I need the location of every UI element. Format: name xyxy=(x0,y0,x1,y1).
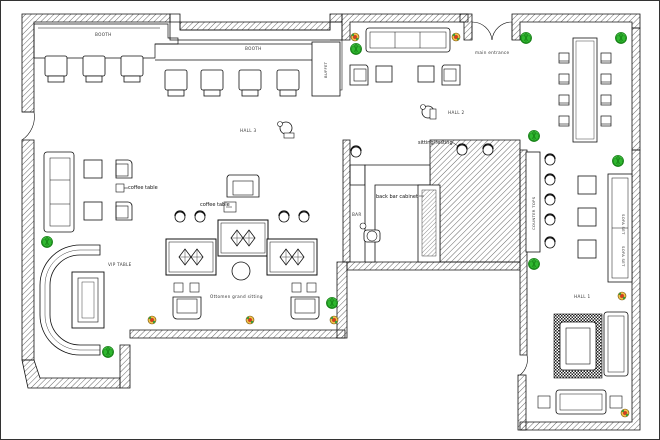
hall-2-area: main entrance HALL 2 sitting/resting xyxy=(349,27,510,156)
booth-seat xyxy=(164,69,188,97)
vip-table-area: VIP TABLE xyxy=(39,244,132,356)
potted-plant-icon xyxy=(520,32,532,44)
armchair-icon xyxy=(172,296,202,320)
sofa-icon xyxy=(555,389,607,415)
booth-seat xyxy=(120,55,144,83)
bar-label: BAR xyxy=(352,212,362,217)
lounge-area: coffee table xyxy=(43,151,158,233)
diamond-table xyxy=(217,219,269,257)
booth-seat xyxy=(82,55,106,83)
back-bar-cabinet-label: back bar cabinet xyxy=(376,194,418,200)
flower-pot-icon xyxy=(350,32,360,42)
sofa-right-top-label: SOFA SET xyxy=(621,214,626,235)
armchair-icon xyxy=(441,64,461,86)
stool-icon xyxy=(350,145,362,158)
coffee-table-label-2: coffee table xyxy=(200,202,230,208)
bar-area: BAR back bar cabinet xyxy=(350,145,441,263)
flower-pot-icon xyxy=(329,315,339,325)
potted-plant-icon xyxy=(615,32,627,44)
sofa-icon xyxy=(603,311,629,377)
hall-2-label: HALL 2 xyxy=(448,110,465,115)
armchair-icon xyxy=(115,159,133,179)
potted-plant-icon xyxy=(528,258,540,270)
ottoman-sitting-label: Ottomen grand sitting xyxy=(210,294,263,299)
dining-table-icon xyxy=(572,37,598,143)
potted-plant-icon xyxy=(326,297,338,309)
armchair-icon xyxy=(349,64,369,86)
vip-table-label: VIP TABLE xyxy=(108,262,132,267)
sofa-icon xyxy=(43,151,75,233)
hall-1-label: HALL 1 xyxy=(574,294,591,299)
booth-seat xyxy=(238,69,262,97)
stool-icon xyxy=(544,213,556,226)
armchair-icon xyxy=(290,296,320,320)
coffee-table-label-1: coffee table xyxy=(128,185,158,191)
diamond-table xyxy=(165,238,217,276)
flower-pot-icon xyxy=(245,315,255,325)
doors xyxy=(21,21,528,376)
booth-seat xyxy=(276,69,300,97)
seated-person-icon xyxy=(359,222,381,243)
hall-3-label: HALL 3 xyxy=(240,128,257,133)
armchair-icon xyxy=(115,201,133,221)
counter-tops-label: COUNTER TOPS xyxy=(531,196,536,230)
main-entrance-label: main entrance xyxy=(475,50,510,55)
stool-icon xyxy=(482,143,494,156)
stool-icon xyxy=(194,210,206,223)
hall-3-area: BOOTH BOOTH BUFFET HALL 3 xyxy=(33,23,341,139)
stool-icon xyxy=(278,210,290,223)
sitting-resting-label: sitting/resting xyxy=(418,140,453,146)
diamond-table xyxy=(266,238,318,276)
sofa-icon xyxy=(365,27,451,53)
flower-pot-icon xyxy=(451,32,461,42)
armchair-icon xyxy=(226,174,260,198)
sofa-right-bottom-label: SOFA SET xyxy=(621,246,626,267)
stool-icon xyxy=(544,173,556,186)
seated-person-icon xyxy=(277,121,295,139)
potted-plant-icon xyxy=(612,155,624,167)
hall-1-area: COUNTER TOPS SOFA SET SOFA SET HALL 1 xyxy=(525,37,633,415)
stool-icon xyxy=(174,210,186,223)
ottoman-sitting-area: coffee table Ottomen grand sitting xyxy=(165,174,320,320)
buffet-label: BUFFET xyxy=(323,61,328,78)
flower-pot-icon xyxy=(617,291,627,301)
booth-seat xyxy=(200,69,224,97)
booth-mid-label: BOOTH xyxy=(245,46,262,51)
stool-icon xyxy=(298,210,310,223)
booth-top-label: BOOTH xyxy=(95,32,112,37)
booth-seat xyxy=(44,55,68,83)
stool-icon xyxy=(456,143,468,156)
potted-plant-icon xyxy=(350,43,362,55)
potted-plant-icon xyxy=(41,236,53,248)
stool-icon xyxy=(544,153,556,166)
seated-person-icon xyxy=(420,104,437,120)
potted-plant-icon xyxy=(102,346,114,358)
potted-plant-icon xyxy=(528,130,540,142)
stool-icon xyxy=(544,236,556,249)
flower-pot-icon xyxy=(620,408,630,418)
stool-icon xyxy=(544,193,556,206)
flower-pot-icon xyxy=(147,315,157,325)
buffet-counter xyxy=(311,41,341,97)
